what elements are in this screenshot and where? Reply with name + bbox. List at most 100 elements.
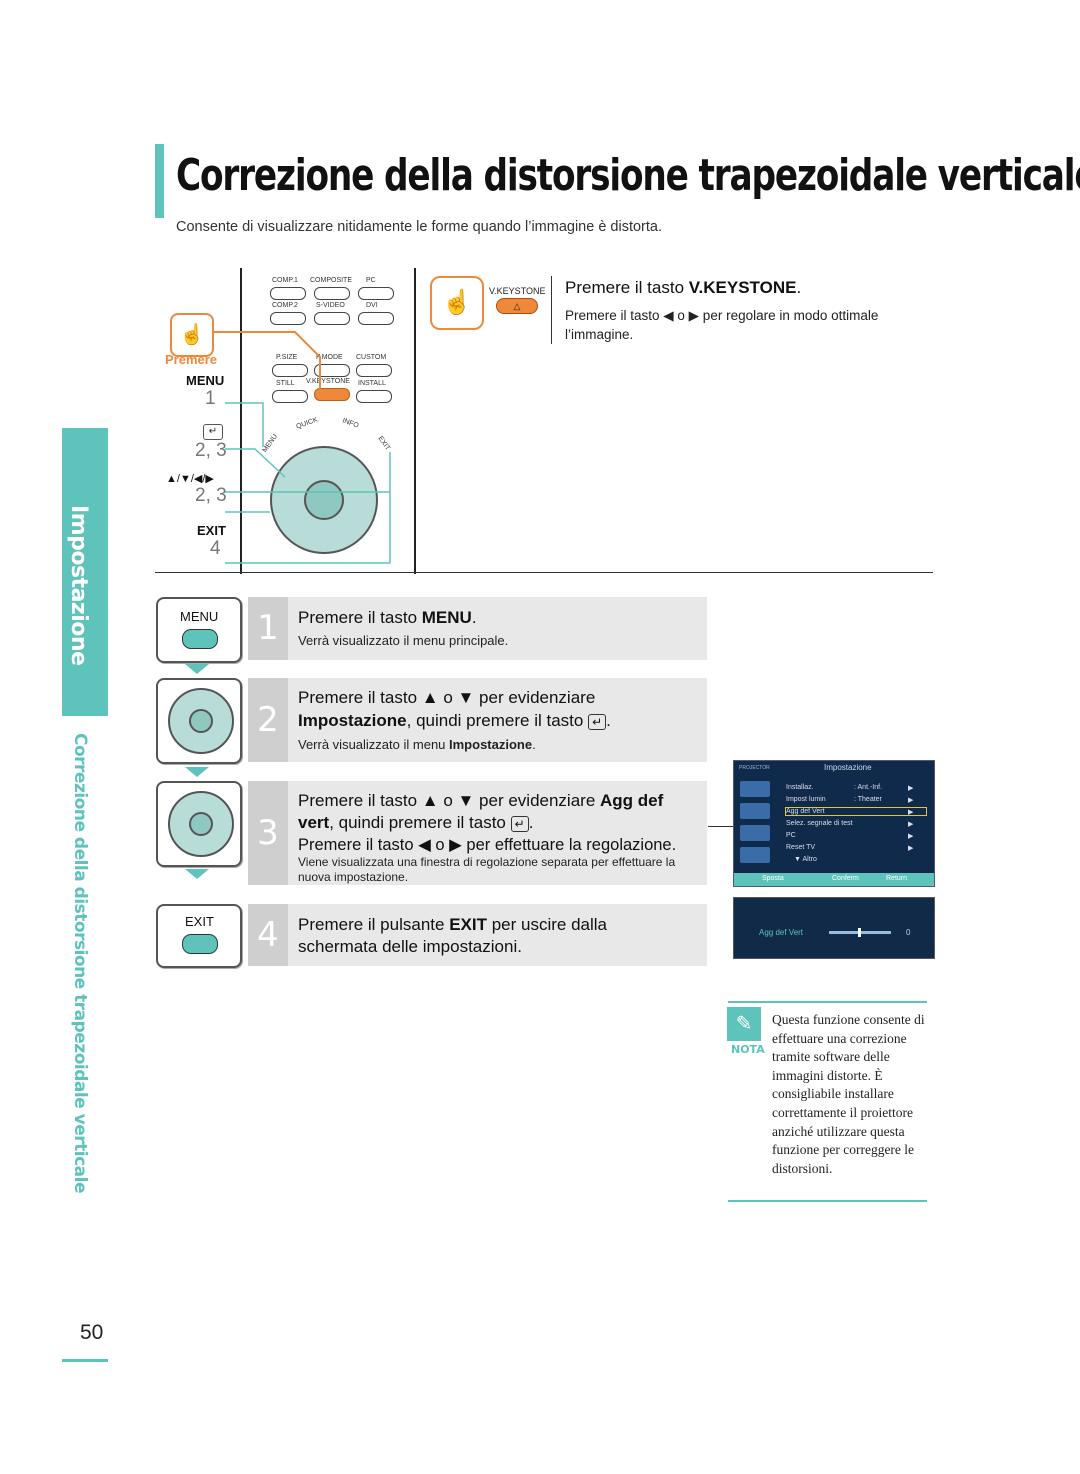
side-section-tab bbox=[62, 428, 108, 716]
osd-brand: PROJECTOR bbox=[739, 765, 770, 771]
remote-label-comp2: COMP.2 bbox=[272, 302, 298, 309]
note-top-rule bbox=[728, 1001, 927, 1003]
remote-label-svideo: S-VIDEO bbox=[316, 302, 345, 309]
hand-press-icon: ☝ bbox=[170, 313, 214, 357]
osd-footer-return: Return bbox=[886, 875, 908, 882]
step4-line1-key: EXIT bbox=[449, 915, 487, 934]
step2-body: Premere il tasto ▲ o ▼ per evidenziare I… bbox=[288, 678, 707, 762]
step3-icon bbox=[156, 781, 242, 867]
enter-key-icon: ↵ bbox=[203, 424, 223, 440]
step2-subtext-key: Impostazione bbox=[449, 737, 533, 752]
install-button[interactable] bbox=[356, 390, 392, 403]
osd-picture-icon bbox=[740, 803, 770, 819]
comp1-button[interactable] bbox=[270, 287, 306, 300]
step2-subtext: Verrà visualizzato il menu Impostazione. bbox=[298, 737, 536, 752]
vkeystone-remote-button[interactable] bbox=[314, 388, 350, 401]
step3-line1-key: Agg def bbox=[600, 791, 664, 810]
still-button[interactable] bbox=[272, 390, 308, 403]
step3-line1-text: Premere il tasto ▲ o ▼ per evidenziare bbox=[298, 791, 600, 810]
remote-label-dvi: DVI bbox=[366, 302, 378, 309]
osd-footer-confirm: Conferm bbox=[832, 875, 859, 882]
step-arrow-3 bbox=[185, 869, 209, 879]
note-text: Questa funzione consente di effettuare u… bbox=[772, 1012, 925, 1176]
step-arrow-1 bbox=[185, 664, 209, 674]
custom-button[interactable] bbox=[356, 364, 392, 377]
step3-line3: Premere il tasto ◀ o ▶ per effettuare la… bbox=[298, 836, 677, 854]
step-ref-23b: 2, 3 bbox=[195, 485, 227, 506]
osd-row[interactable]: Reset TV▶ bbox=[786, 844, 926, 852]
vkeystone-button[interactable]: △ bbox=[496, 298, 538, 314]
remote-label-psize: P.SIZE bbox=[276, 354, 298, 361]
step1-heading-text: Premere il tasto bbox=[298, 608, 422, 627]
step3-line2-text: , quindi premere il tasto bbox=[329, 813, 506, 832]
remote-label-install: INSTALL bbox=[358, 380, 386, 387]
osd-row[interactable]: Impost lumin: Theater▶ bbox=[786, 796, 926, 804]
step2-subtext-end: . bbox=[532, 737, 536, 752]
dpad-center-icon bbox=[189, 812, 213, 836]
step3-number: 3 bbox=[248, 781, 288, 885]
vkeystone-hand-icon: ☝ bbox=[430, 276, 484, 330]
exit-button-icon bbox=[182, 934, 218, 954]
step1-heading-end: . bbox=[471, 608, 477, 627]
remote-dpad[interactable] bbox=[270, 446, 378, 554]
composite-button[interactable] bbox=[314, 287, 350, 300]
psize-button[interactable] bbox=[272, 364, 308, 377]
side-section-title: Impostazione bbox=[66, 505, 91, 666]
step4-icon-label: EXIT bbox=[185, 914, 214, 929]
osd-row-label: Reset TV bbox=[786, 844, 816, 851]
pmode-button[interactable] bbox=[314, 364, 350, 377]
step-ref-4: 4 bbox=[210, 538, 221, 559]
remote-control: COMP.1 COMPOSITE PC COMP.2 S-VIDEO DVI P… bbox=[240, 268, 416, 574]
remote-label-pc: PC bbox=[366, 277, 376, 284]
step3-line2-key: vert bbox=[298, 813, 330, 832]
pc-button[interactable] bbox=[358, 287, 394, 300]
osd-sound-icon bbox=[740, 825, 770, 841]
osd-row-arrow: ▶ bbox=[908, 797, 914, 804]
osd-row-arrow: ▶ bbox=[908, 821, 914, 828]
menu-step-label: MENU bbox=[186, 373, 225, 388]
dvi-button[interactable] bbox=[358, 312, 394, 325]
step1-icon: MENU bbox=[156, 597, 242, 663]
vkeystone-description: Premere il tasto ◀ o ▶ per regolare in m… bbox=[565, 308, 879, 342]
osd-row[interactable]: Selez. segnale di test▶ bbox=[786, 820, 926, 828]
page-number-rule bbox=[62, 1359, 108, 1362]
step4-line1-text: Premere il pulsante bbox=[298, 915, 450, 934]
comp2-button[interactable] bbox=[270, 312, 306, 325]
remote-enter-button[interactable] bbox=[304, 480, 344, 520]
adjust-slider-handle[interactable] bbox=[858, 928, 861, 937]
remote-label-vkeystone: V.KEYSTONE bbox=[306, 378, 350, 385]
osd-row-label: PC bbox=[786, 832, 796, 839]
adjust-slider[interactable] bbox=[829, 928, 891, 937]
adjust-value: 0 bbox=[906, 928, 911, 937]
vkeystone-heading: Premere il tasto V.KEYSTONE. bbox=[565, 278, 801, 298]
step1-number: 1 bbox=[248, 597, 288, 660]
osd-row[interactable]: PC▶ bbox=[786, 832, 926, 840]
step4-line2: schermata delle impostazioni. bbox=[298, 937, 522, 956]
step2-number: 2 bbox=[248, 678, 288, 762]
osd-row-label: Installaz. bbox=[786, 784, 814, 791]
osd-row-more[interactable]: ▼ Altro bbox=[794, 856, 934, 863]
vkeystone-heading-text: Premere il tasto bbox=[565, 278, 689, 297]
step2-line2-text: , quindi premere il tasto bbox=[406, 711, 584, 730]
section-divider bbox=[155, 572, 933, 573]
step3-line1: Premere il tasto ▲ o ▼ per evidenziare A… bbox=[298, 791, 663, 811]
svideo-button[interactable] bbox=[314, 312, 350, 325]
side-subsection-title: Correzione della distorsione trapezoidal… bbox=[70, 733, 90, 1193]
note-pencil-icon: ✎ bbox=[727, 1007, 761, 1041]
osd-title: Impostazione bbox=[824, 763, 872, 772]
osd-row[interactable]: Installaz.: Ant.-Inf.▶ bbox=[786, 784, 926, 792]
step3-body: Premere il tasto ▲ o ▼ per evidenziare A… bbox=[288, 781, 707, 885]
vkeystone-divider bbox=[551, 276, 552, 344]
step4-icon: EXIT bbox=[156, 904, 242, 968]
step2-subtext-text: Verrà visualizzato il menu bbox=[298, 737, 450, 752]
osd-footer-move: Sposta bbox=[762, 875, 784, 882]
osd-side-icons bbox=[740, 781, 772, 869]
step1-icon-label: MENU bbox=[180, 609, 219, 624]
page-subtitle: Consente di visualizzare nitidamente le … bbox=[176, 219, 663, 235]
osd-row-label: ▼ Altro bbox=[794, 856, 817, 863]
enter-key-icon: ↵ bbox=[510, 815, 529, 832]
osd-row-value: : Ant.-Inf. bbox=[854, 784, 883, 791]
page-number: 50 bbox=[80, 1321, 104, 1344]
step4-line1-end: per uscire dalla bbox=[486, 915, 607, 934]
osd-row-selected[interactable]: Agg def Vert▶ bbox=[785, 807, 927, 816]
